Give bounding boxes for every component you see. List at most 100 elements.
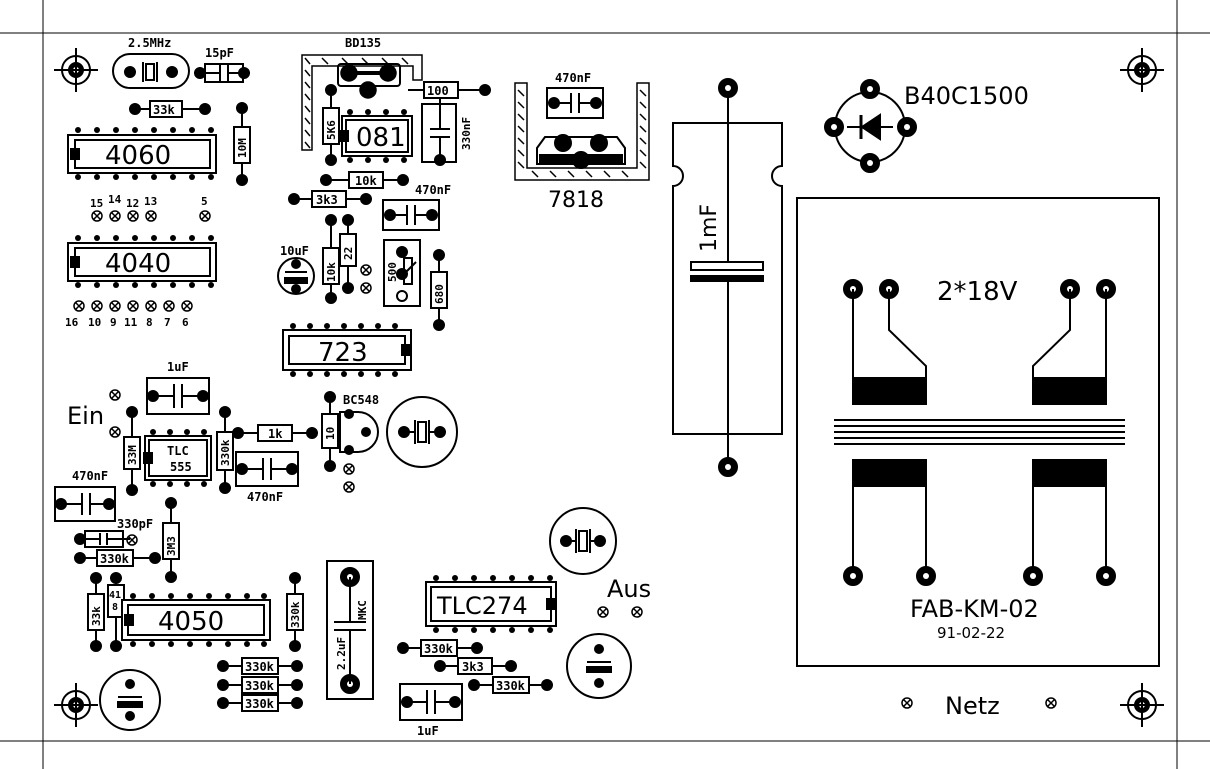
r330k-a-label: 330k <box>219 439 232 466</box>
ic-tlc274-pins <box>433 575 556 633</box>
r100-label: 100 <box>427 84 449 98</box>
mounting-holes <box>54 48 1164 727</box>
capacitor-10uf <box>277 257 315 295</box>
r5k6-label: 5K6 <box>325 120 338 140</box>
resistor-3k3-a <box>288 190 372 208</box>
tlc555-label-2: 555 <box>170 460 192 474</box>
ic-4040-label: 4040 <box>105 249 171 279</box>
board-date-label: 91-02-22 <box>937 624 1005 642</box>
ein-label: Ein <box>67 402 104 430</box>
c470nf-reg-label: 470nF <box>555 71 591 85</box>
ic-4060 <box>67 134 217 174</box>
resistor-10m <box>233 102 251 186</box>
r330k-g-label: 330k <box>424 642 454 656</box>
resistor-100 <box>408 81 491 99</box>
test-points-aus <box>597 606 643 618</box>
mounting-hole-bl <box>54 683 98 727</box>
test-points-netz <box>901 697 1057 709</box>
test-points-4040 <box>73 300 193 312</box>
pin-label-9: 9 <box>110 316 117 329</box>
capacitor-470nf-reg <box>546 87 604 119</box>
transformer-voltage-label: 2*18V <box>937 277 1018 307</box>
board-id-label: FAB-KM-02 <box>910 595 1039 623</box>
pin-label-7: 7 <box>164 316 171 329</box>
buzzer-lower-left <box>99 669 161 731</box>
resistor-330k-c <box>286 572 304 652</box>
c470nf-a-label: 470nF <box>415 183 451 197</box>
crystal-label: 2.5MHz <box>128 36 171 50</box>
resistor-10 <box>321 391 339 472</box>
r1k-label: 1k <box>268 427 283 441</box>
resistor-330k-h <box>468 676 553 694</box>
resistor-680 <box>430 249 448 331</box>
r33k-label: 33k <box>153 103 175 117</box>
r330k-c-label: 330k <box>289 601 302 628</box>
capacitor-470nf-b <box>235 451 299 487</box>
capacitor-330nf <box>421 98 457 166</box>
capacitor-15pf <box>194 63 250 83</box>
r680-label: 680 <box>433 284 446 304</box>
test-points-mid <box>360 264 372 294</box>
resistor-330k-b <box>74 549 161 567</box>
rectifier-label: B40C1500 <box>904 82 1029 110</box>
pin-label-15: 15 <box>90 197 103 210</box>
resistor-10k-b <box>322 214 340 304</box>
capacitor-470nf-a <box>382 199 440 231</box>
ic-4050-pins <box>124 593 267 647</box>
mounting-hole-br <box>1120 683 1164 727</box>
test-points-ein <box>109 389 121 438</box>
ic-4060-pins <box>70 127 214 180</box>
r330k-h-label: 330k <box>496 679 526 693</box>
test-points-4060 <box>91 210 211 222</box>
mkc-label: MKC <box>356 600 369 620</box>
resistor-330k-d <box>217 657 303 675</box>
ic-723-pins <box>290 323 411 377</box>
ic-4050-label: 4050 <box>158 607 224 637</box>
buzzer-lower-right <box>566 633 632 699</box>
resistor-10k-a <box>320 171 409 189</box>
ic-081 <box>341 115 413 157</box>
r3k3-b-label: 3k3 <box>462 660 484 674</box>
c470nf-c-label: 470nF <box>72 469 108 483</box>
ic-4040-pins <box>70 235 214 288</box>
r3m3-label: 3M3 <box>165 536 178 556</box>
capacitor-330pf <box>74 530 130 548</box>
r330k-b-label: 330k <box>100 552 130 566</box>
ic-tlc555-pins <box>143 429 207 487</box>
resistor-3m3 <box>162 497 180 583</box>
c330nf-label: 330nF <box>460 117 473 150</box>
c330pf-label: 330pF <box>117 517 153 531</box>
c470nf-b-label: 470nF <box>247 490 283 504</box>
potentiometer-500 <box>383 239 421 307</box>
r10-label: 10 <box>324 427 337 440</box>
pin-label-6: 6 <box>182 316 189 329</box>
capacitor-1uf-a <box>146 377 210 415</box>
resistor-41k8 <box>107 572 125 652</box>
pin-label-10: 10 <box>88 316 101 329</box>
mounting-hole-tl <box>54 48 98 92</box>
resistor-33m <box>123 406 141 496</box>
resistor-3k3-b <box>434 657 517 675</box>
resistor-33k-b <box>87 572 105 652</box>
ic-tlc274 <box>425 581 557 627</box>
resistor-330k-a <box>216 406 234 494</box>
heatsink-7818 <box>514 82 650 181</box>
resistor-330k-f <box>217 694 303 712</box>
transistor-bc548 <box>339 409 379 455</box>
ic-4060-label: 4060 <box>105 141 171 171</box>
resistor-5k6 <box>322 84 340 166</box>
capacitor-470nf-c <box>54 486 116 522</box>
pin-label-11: 11 <box>124 316 138 329</box>
netz-label: Netz <box>945 692 1000 720</box>
r330k-f-label: 330k <box>245 697 275 711</box>
r33k-b-label: 33k <box>90 606 103 626</box>
ic-4040 <box>67 242 217 282</box>
pot500-label: 500 <box>386 262 399 282</box>
ic-081-pins <box>340 109 407 163</box>
r41k8-label-1: 41 <box>109 590 121 601</box>
ic-tlc274-label: TLC274 <box>436 592 528 620</box>
r41k8-label-2: 8 <box>112 602 118 613</box>
resistor-1k <box>232 424 318 442</box>
